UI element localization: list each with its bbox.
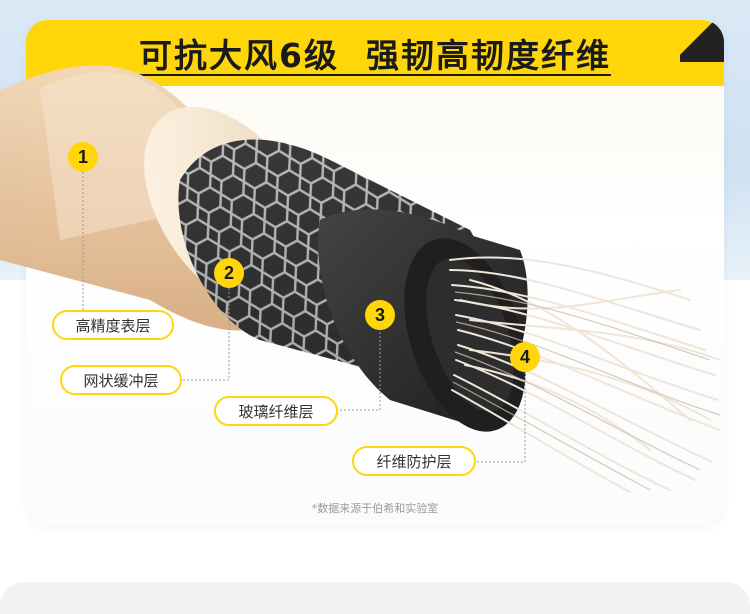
title-banner: 可抗大风6级 强韧高韧度纤维 [26,20,724,86]
leader-line-3 [338,332,381,411]
layer-2-label: 网状缓冲层 [60,365,182,395]
layer-1-label: 高精度表层 [52,310,174,340]
banner-title: 可抗大风6级 强韧高韧度纤维 [139,36,611,75]
leader-line-4 [475,372,526,463]
layer-3-label: 玻璃纤维层 [214,396,338,426]
layer-4-label: 纤维防护层 [352,446,476,476]
leader-line-2 [182,288,230,381]
layer-3-badge: 3 [365,300,395,330]
footnote: *数据来源于伯希和实验室 [311,502,439,515]
layer-2-badge: 2 [214,258,244,288]
corner-decoration [680,20,724,62]
bottom-panel [0,582,750,614]
layer-1-badge: 1 [68,142,98,172]
fiber-strands [449,256,721,493]
layer-4-badge: 4 [510,342,540,372]
